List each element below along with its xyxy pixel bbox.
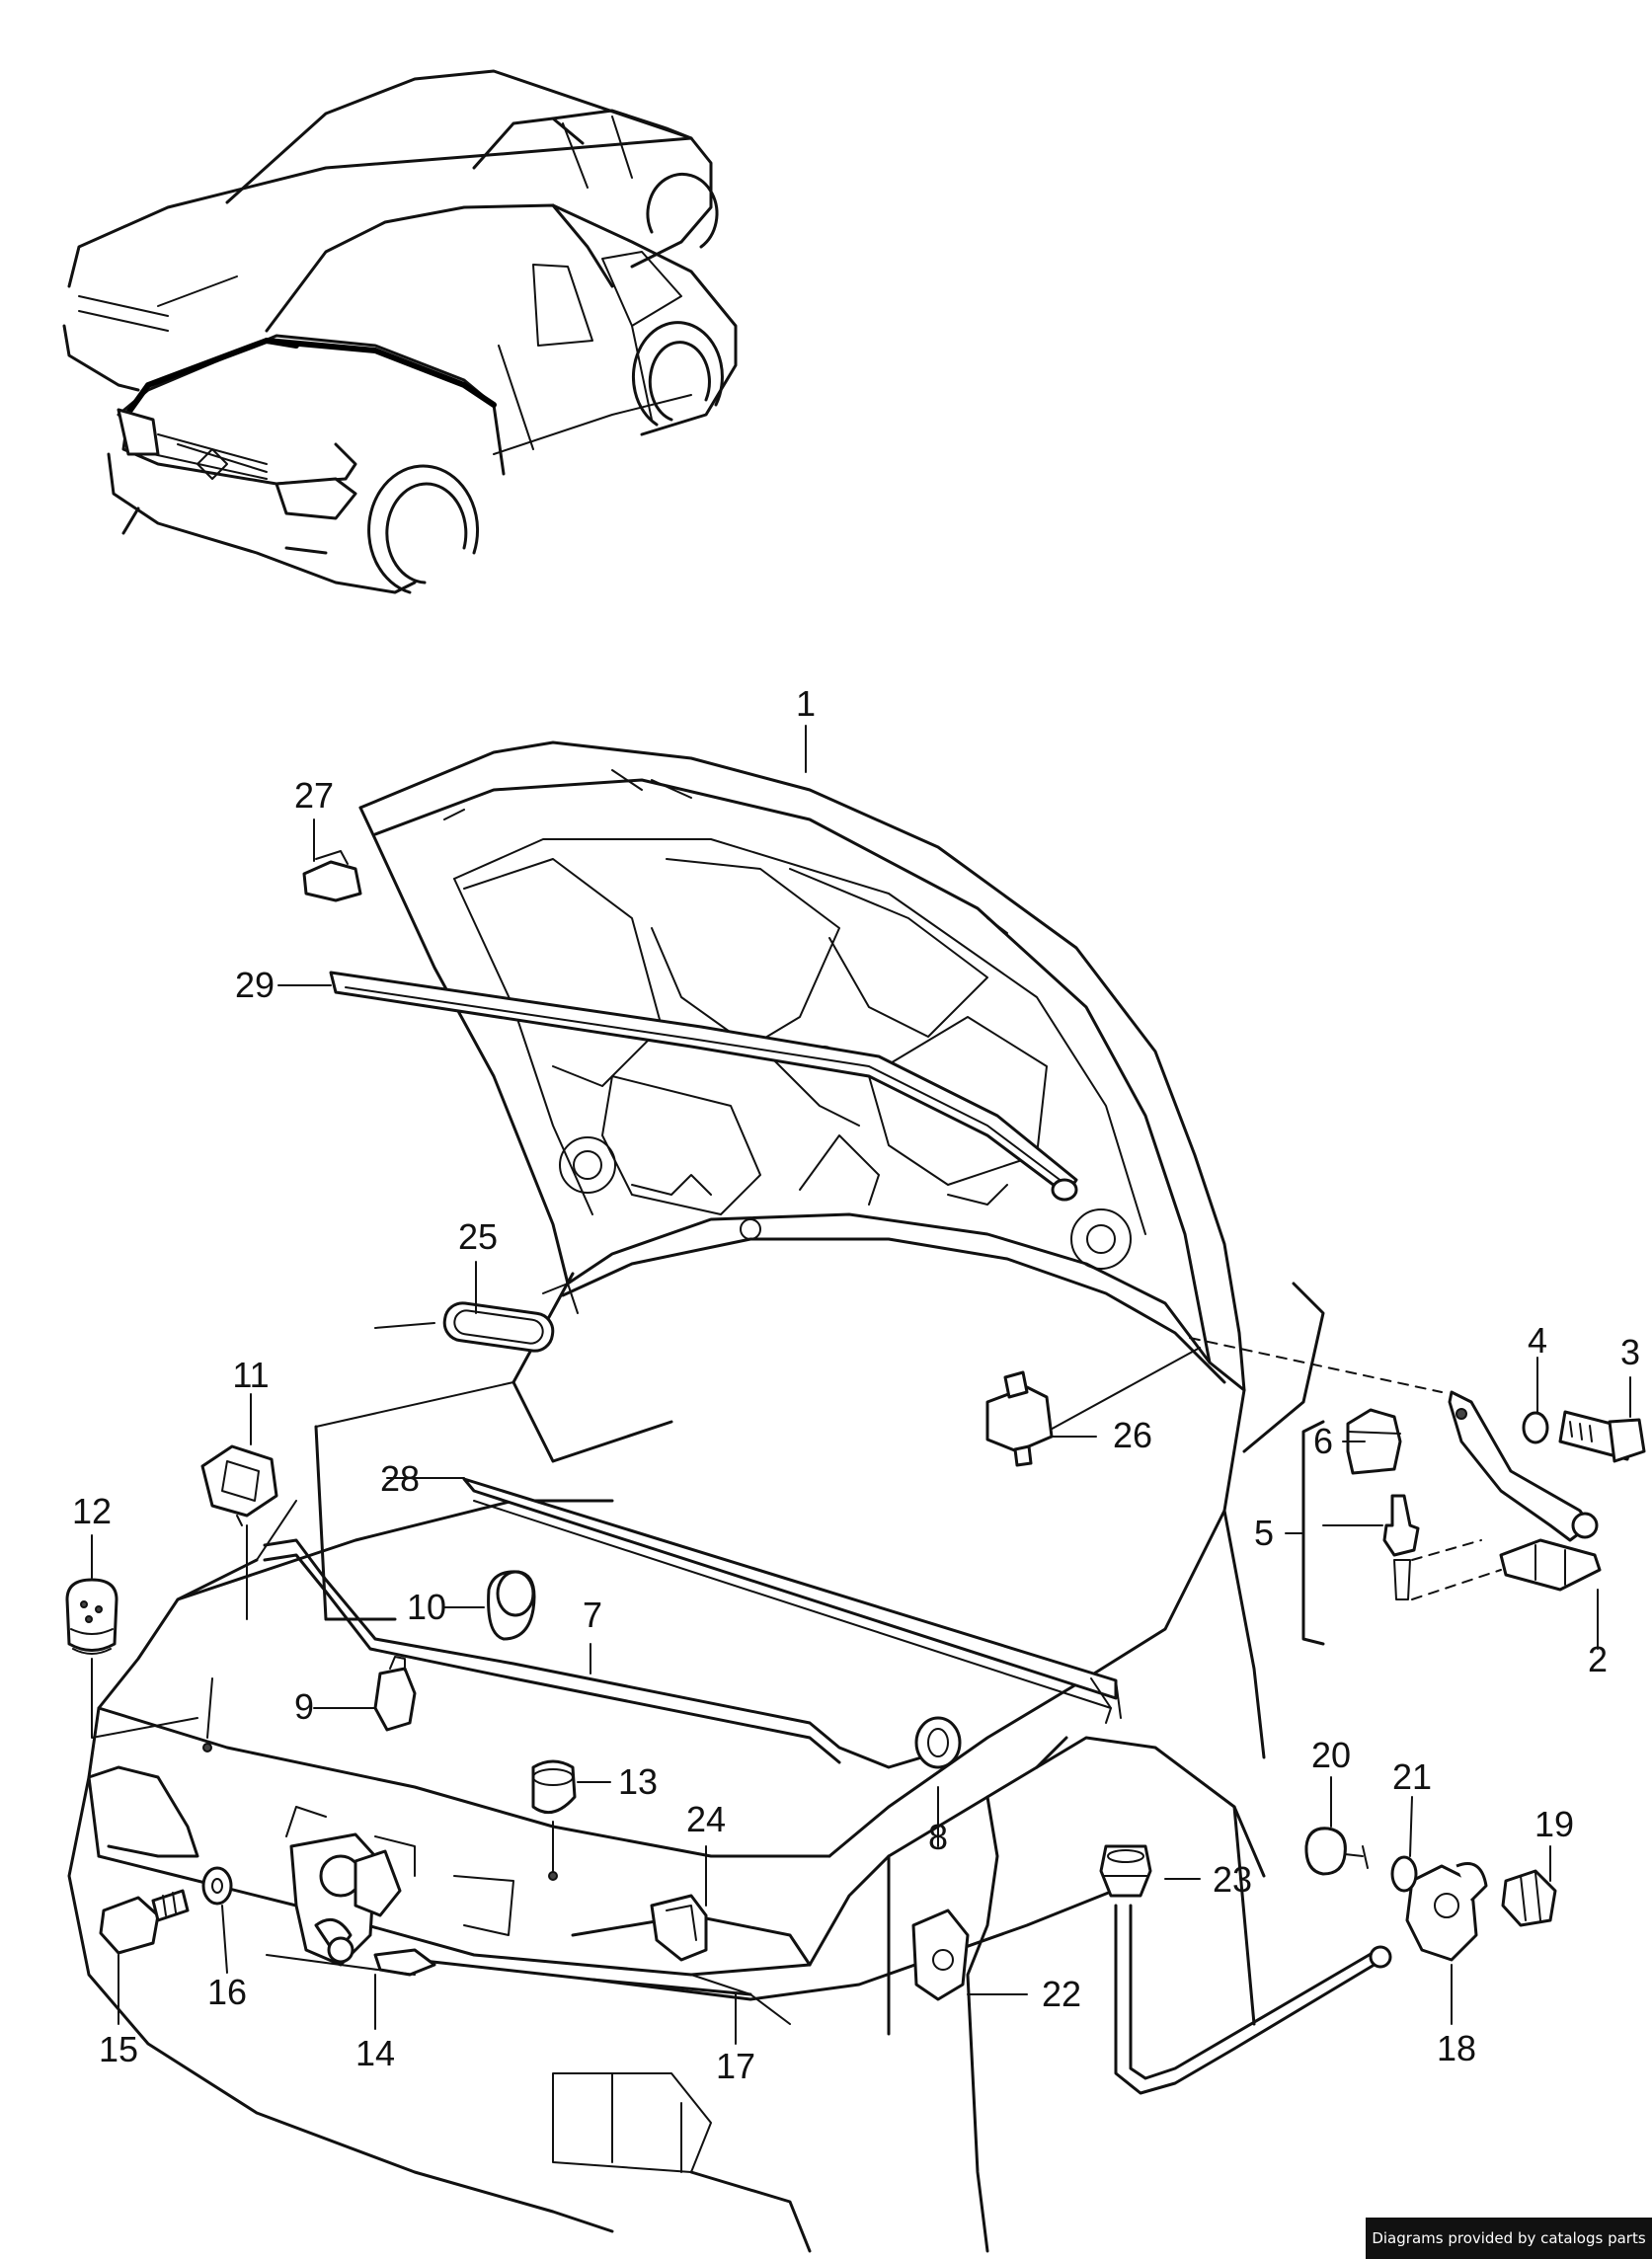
callout-16: 16 [207, 1972, 247, 2012]
callout-13: 13 [618, 1761, 658, 1802]
callout-15: 15 [99, 2029, 138, 2069]
credit-banner: Diagrams provided by catalogs parts [1366, 2218, 1652, 2259]
callout-19: 19 [1534, 1804, 1574, 1844]
callout-6: 6 [1313, 1421, 1333, 1461]
callout-1: 1 [796, 683, 816, 724]
callout-22: 22 [1042, 1974, 1081, 2014]
callout-labels: 1 2 3 4 5 6 7 8 9 10 11 12 13 14 15 16 1… [72, 683, 1640, 2086]
callout-17: 17 [716, 2046, 755, 2086]
callout-23: 23 [1213, 1859, 1252, 1900]
callout-3: 3 [1620, 1332, 1640, 1372]
callout-24: 24 [686, 1799, 726, 1839]
callout-26: 26 [1113, 1415, 1152, 1455]
callout-20: 20 [1311, 1735, 1351, 1775]
callout-12: 12 [72, 1491, 112, 1531]
callout-29: 29 [235, 965, 275, 1005]
callout-9: 9 [294, 1686, 314, 1727]
callout-18: 18 [1437, 2028, 1476, 2068]
callout-10: 10 [407, 1587, 446, 1627]
callout-2: 2 [1588, 1639, 1608, 1679]
callout-4: 4 [1528, 1320, 1547, 1361]
callout-14: 14 [355, 2033, 395, 2073]
callout-8: 8 [928, 1817, 948, 1857]
callout-28: 28 [380, 1458, 420, 1499]
callout-11: 11 [232, 1355, 269, 1395]
inset-car-illustration [62, 69, 738, 594]
callout-21: 21 [1392, 1756, 1432, 1797]
hood-assembly-drawing [65, 740, 1646, 2253]
callout-25: 25 [458, 1216, 498, 1257]
callout-5: 5 [1254, 1513, 1274, 1553]
leader-lines [91, 725, 1631, 2045]
callout-7: 7 [583, 1595, 602, 1635]
callout-27: 27 [294, 775, 334, 816]
